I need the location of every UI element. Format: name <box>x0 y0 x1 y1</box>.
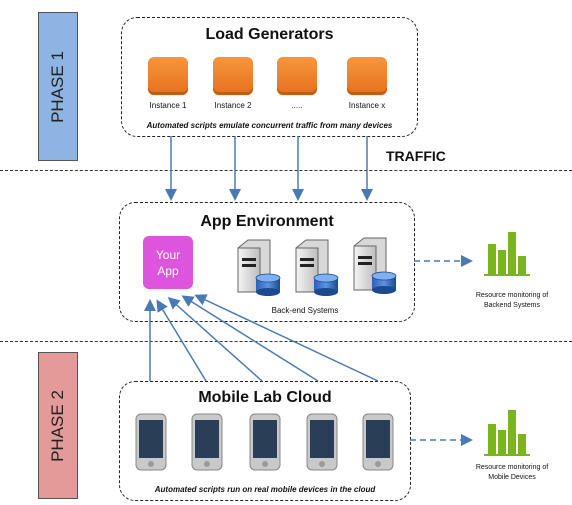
monitor-backend-line1: Resource monitoring of <box>475 292 549 299</box>
your-app-box: Your App <box>143 236 193 289</box>
phone-icons <box>135 413 394 471</box>
monitor-mobile-line2: Mobile Devices <box>488 474 536 481</box>
instance-x-icon <box>347 57 387 95</box>
app-environment-box: App Environment <box>119 202 415 322</box>
phase-1-bar: PHASE 1 <box>38 12 78 161</box>
traffic-arrows <box>165 136 373 201</box>
instance-2-icon <box>213 57 253 95</box>
instance-1-label: Instance 1 <box>149 101 187 110</box>
mobile-lab-box: Mobile Lab Cloud Automated scripts run o… <box>119 381 411 501</box>
backend-monitor-chart-icon <box>484 232 530 276</box>
instance-x-label: Instance x <box>348 101 386 110</box>
monitor-backend-line2: Backend Systems <box>483 302 541 309</box>
monitor-arrows <box>410 255 473 446</box>
traffic-label: TRAFFIC <box>386 148 446 164</box>
instance-2-label: Instance 2 <box>214 101 252 110</box>
instance-ellipsis-icon <box>277 57 317 95</box>
mobile-to-app-arrows <box>144 294 379 382</box>
separator-top <box>0 170 572 171</box>
load-generators-title: Load Generators <box>205 26 334 43</box>
instance-ellipsis-label: ..... <box>291 101 303 110</box>
app-environment-title: App Environment <box>200 213 334 230</box>
phase-2-bar: PHASE 2 <box>38 352 78 499</box>
separator-bottom <box>0 341 572 342</box>
mobile-monitor-chart-icon <box>484 410 530 456</box>
mobile-lab-caption: Automated scripts run on real mobile dev… <box>154 485 376 494</box>
load-generators-box: Load Generators Automated scripts emulat… <box>121 17 418 137</box>
instance-1-icon <box>148 57 188 95</box>
backend-systems-label: Back-end Systems <box>271 306 339 315</box>
monitor-mobile-line1: Resource monitoring of <box>475 464 549 471</box>
mobile-lab-title: Mobile Lab Cloud <box>198 389 332 406</box>
server-icons <box>237 237 397 296</box>
load-generators-caption: Automated scripts emulate concurrent tra… <box>146 121 393 130</box>
